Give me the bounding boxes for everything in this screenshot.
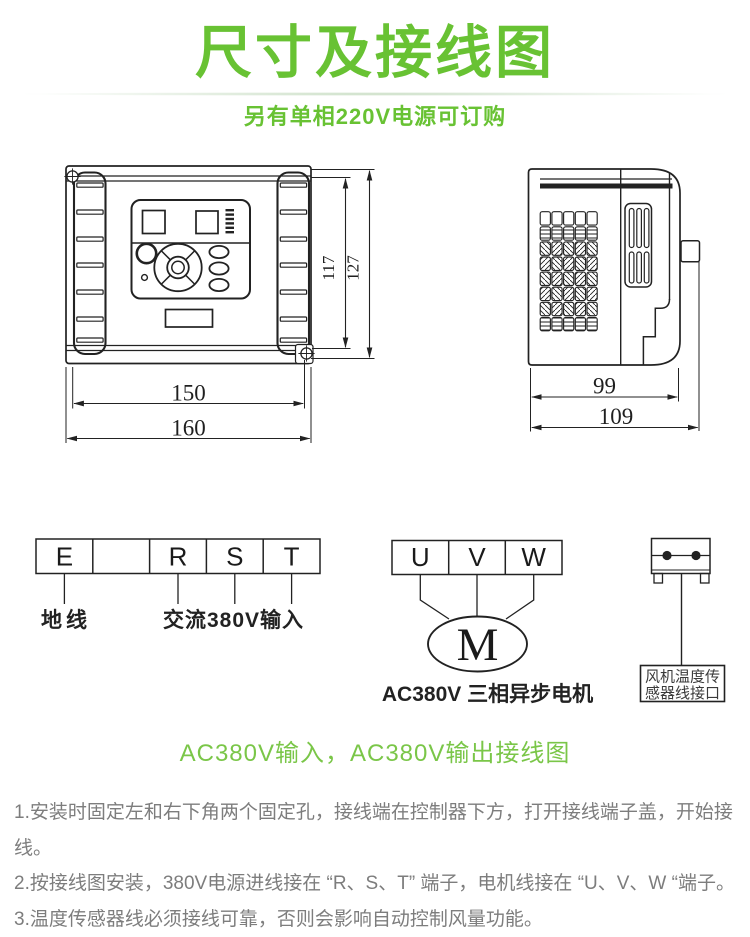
led-dot	[142, 275, 148, 281]
side-vent-grid	[540, 212, 597, 331]
dim-outer-height: 127	[344, 255, 363, 281]
terminal-s: S	[226, 542, 243, 572]
note-line-1: 1.安装时固定左和右下角两个固定孔，接线端在控制器下方，打开接线端子盖，开始接线…	[14, 795, 742, 866]
sensor-label-line2: 感器线接口	[645, 685, 720, 702]
wiring-diagram	[36, 539, 725, 702]
ground-label: 地线	[41, 608, 91, 632]
knob	[137, 244, 156, 263]
display-window-right	[196, 211, 218, 234]
terminal-t: T	[284, 542, 300, 572]
terminal-w: W	[521, 542, 546, 572]
dim-outer-depth: 109	[599, 404, 634, 429]
wiring-caption: AC380V输入，AC380V输出接线图	[0, 733, 750, 768]
display-window-left	[143, 211, 166, 234]
terminal-cover	[166, 310, 213, 328]
dpad	[154, 244, 201, 291]
motor-leads	[420, 575, 533, 620]
front-dim-lines	[66, 170, 375, 444]
indicator-bars	[226, 209, 235, 233]
note-line-3: 3.温度传感器线必须接线可靠，否则会影响自动控制风量功能。	[14, 902, 742, 937]
dim-inner-depth: 99	[593, 374, 616, 399]
terminal-e: E	[56, 542, 73, 572]
dim-inner-width: 150	[171, 381, 206, 406]
terminal-r: R	[169, 542, 188, 572]
side-vent-panel	[625, 204, 652, 288]
input-label: 交流380V输入	[163, 608, 304, 632]
front-view-drawing	[64, 166, 374, 443]
motor-symbol: M	[457, 619, 499, 671]
input-leader-lines	[64, 574, 291, 605]
keypad-panel	[132, 200, 251, 299]
installation-notes: 1.安装时固定左和右下角两个固定孔，接线端在控制器下方，打开接线端子盖，开始接线…	[14, 795, 742, 937]
oval-buttons	[209, 246, 228, 291]
side-tab	[681, 241, 700, 262]
dim-outer-width: 160	[171, 416, 206, 441]
terminal-v: V	[468, 542, 486, 572]
sensor-connector	[652, 539, 711, 666]
front-rail-slots	[77, 183, 307, 342]
note-line-2: 2.按接线图安装，380V电源进线接在 “R、S、T” 端子，电机线接在 “U、…	[14, 866, 742, 902]
dim-inner-height: 117	[319, 255, 338, 280]
motor-label: AC380V 三相异步电机	[382, 682, 593, 706]
sensor-label-line1: 风机温度传	[645, 669, 720, 686]
terminal-u: U	[411, 542, 430, 572]
